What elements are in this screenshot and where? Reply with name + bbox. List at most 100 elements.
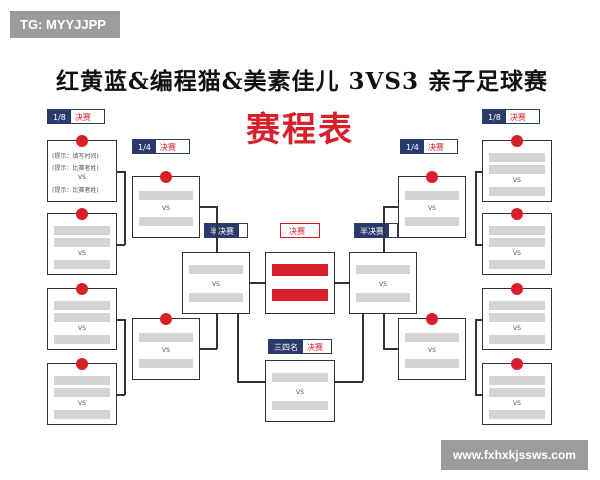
match-box[interactable]: VS <box>398 313 466 380</box>
team-slot[interactable] <box>356 293 410 302</box>
match-box[interactable]: VS <box>47 208 117 275</box>
watermark-top: TG: MYYJJPP <box>10 11 120 38</box>
watermark-bottom: www.fxhxkjssws.com <box>441 440 588 470</box>
final-label: 决赛 <box>280 223 320 238</box>
connector-line <box>335 381 363 383</box>
match-marker-dot <box>511 283 523 295</box>
connector-line <box>216 206 218 252</box>
page-title: 红黄蓝&编程猫&美素佳儿 3VS3 亲子足球赛 <box>55 68 548 95</box>
team-slot[interactable] <box>54 376 110 385</box>
match-box[interactable]: VS <box>482 283 552 350</box>
team-slot[interactable] <box>54 226 110 235</box>
connector-line <box>475 319 477 395</box>
match-box[interactable]: VS <box>482 358 552 425</box>
match-box[interactable]: VS <box>47 358 117 425</box>
team-slot[interactable] <box>489 410 545 419</box>
vs-label: VS <box>78 174 86 181</box>
connector-line <box>475 394 483 396</box>
vs-label: VS <box>513 400 521 407</box>
vs-label: VS <box>428 347 436 354</box>
vs-label: VS <box>162 347 170 354</box>
team-slot[interactable] <box>405 333 459 342</box>
team-slot[interactable] <box>356 265 410 274</box>
match-box[interactable]: VS <box>132 171 200 238</box>
team-slot[interactable] <box>489 165 545 174</box>
vs-label: VS <box>513 177 521 184</box>
schedule-heading: 赛程表 <box>246 110 354 150</box>
final-match-box[interactable] <box>265 252 335 314</box>
team-slot[interactable] <box>405 191 459 200</box>
connector-line <box>475 171 483 173</box>
team-slot[interactable] <box>54 301 110 310</box>
team-slot[interactable] <box>405 359 459 368</box>
match-box[interactable]: (提示：填写时间) (提示：比赛者姓) VS (提示：比赛者姓) <box>47 135 117 202</box>
vs-label: VS <box>513 250 521 257</box>
third-place-match-box[interactable]: VS <box>265 360 335 422</box>
team-slot[interactable] <box>54 238 110 247</box>
match-marker-dot <box>511 358 523 370</box>
connector-line <box>475 319 483 321</box>
team-slot[interactable] <box>489 153 545 162</box>
connector-line <box>475 244 483 246</box>
connector-line <box>237 314 239 381</box>
team-slot[interactable] <box>489 187 545 196</box>
team-slot[interactable] <box>139 191 193 200</box>
finalist-slot[interactable] <box>272 289 328 301</box>
match-marker-dot <box>76 358 88 370</box>
team-slot[interactable] <box>489 335 545 344</box>
connector-line <box>124 171 126 245</box>
team-slot[interactable] <box>489 238 545 247</box>
match-marker-dot <box>426 313 438 325</box>
match-marker-dot <box>76 283 88 295</box>
match-box[interactable]: VS <box>132 313 200 380</box>
team-slot[interactable] <box>54 313 110 322</box>
team-slot[interactable] <box>489 313 545 322</box>
match-marker-dot <box>426 171 438 183</box>
team-slot[interactable] <box>54 388 110 397</box>
team-slot[interactable] <box>54 410 110 419</box>
match-box[interactable]: VS <box>182 252 250 314</box>
connector-line <box>383 206 385 252</box>
match-box[interactable]: VS <box>482 135 552 202</box>
team-slot[interactable] <box>489 260 545 269</box>
finalist-slot[interactable] <box>272 264 328 276</box>
team-slot[interactable] <box>489 226 545 235</box>
team-slot[interactable] <box>189 265 243 274</box>
connector-line <box>475 171 477 245</box>
connector-line <box>200 206 217 208</box>
team-slot[interactable] <box>189 293 243 302</box>
team-slot[interactable] <box>405 217 459 226</box>
vs-label: VS <box>78 250 86 257</box>
vs-label: VS <box>379 281 387 288</box>
vs-label: VS <box>513 325 521 332</box>
connector-line <box>124 319 126 395</box>
connector-line <box>117 244 125 246</box>
team-slot[interactable] <box>272 401 328 410</box>
team-slot[interactable] <box>139 359 193 368</box>
vs-label: VS <box>296 389 304 396</box>
connector-line <box>117 394 125 396</box>
connector-line <box>383 206 398 208</box>
team-slot[interactable] <box>489 376 545 385</box>
vs-label: VS <box>78 325 86 332</box>
match-marker-dot <box>76 135 88 147</box>
team-slot[interactable] <box>139 333 193 342</box>
match-box[interactable]: VS <box>482 208 552 275</box>
hint-time: (提示：填写时间) <box>52 153 99 160</box>
team-slot[interactable] <box>272 373 328 382</box>
team-slot[interactable] <box>54 260 110 269</box>
team-slot[interactable] <box>54 335 110 344</box>
match-box[interactable]: VS <box>398 171 466 238</box>
match-marker-dot <box>160 171 172 183</box>
team-slot[interactable] <box>139 217 193 226</box>
team-slot[interactable] <box>489 388 545 397</box>
connector-line <box>216 314 218 349</box>
team-slot[interactable] <box>489 301 545 310</box>
match-box[interactable]: VS <box>349 252 417 314</box>
vs-label: VS <box>78 400 86 407</box>
match-box[interactable]: VS <box>47 283 117 350</box>
